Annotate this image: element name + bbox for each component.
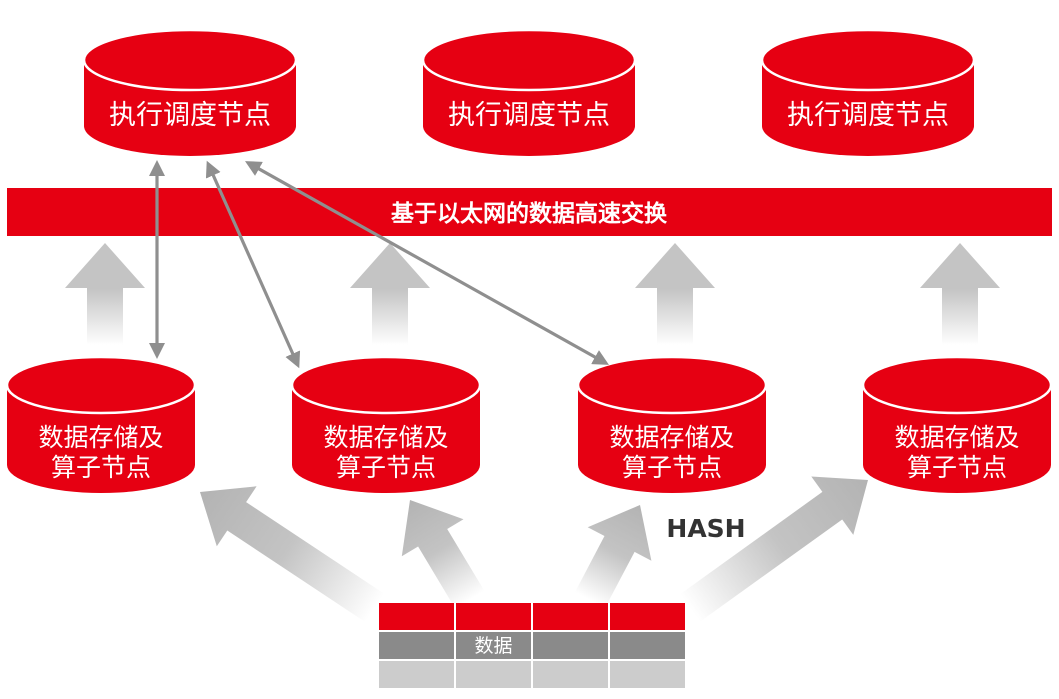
data-table-cell bbox=[379, 603, 454, 630]
up-arrow-3 bbox=[635, 243, 715, 345]
distribution-arrow-2 bbox=[401, 500, 485, 609]
up-arrow-1 bbox=[65, 243, 145, 345]
data-table-cell bbox=[456, 661, 531, 688]
storage-node-label-line1: 数据存储及 bbox=[323, 423, 448, 452]
scheduler-node-label: 执行调度节点 bbox=[109, 100, 271, 131]
distribution-arrow-4 bbox=[680, 476, 868, 622]
data-table-cell bbox=[379, 632, 454, 659]
exchange-bar-label: 基于以太网的数据高速交换 bbox=[391, 200, 668, 227]
storage-node-label-line2: 算子节点 bbox=[51, 453, 151, 482]
scheduler-nodes: 执行调度节点 执行调度节点 执行调度节点 bbox=[82, 28, 976, 156]
link-arrow-3 bbox=[245, 161, 609, 365]
data-table-cell bbox=[456, 632, 531, 659]
data-table-cell bbox=[610, 661, 685, 688]
data-table-label: 数据 bbox=[474, 635, 512, 657]
scheduler-node: 执行调度节点 bbox=[82, 28, 298, 156]
data-table-cell bbox=[533, 603, 608, 630]
scheduler-node: 执行调度节点 bbox=[760, 28, 976, 156]
exchange-bar: 基于以太网的数据高速交换 bbox=[7, 188, 1052, 236]
distribution-arrows bbox=[200, 476, 868, 623]
storage-node-label-line1: 数据存储及 bbox=[38, 423, 163, 452]
distribution-arrow-1 bbox=[200, 486, 385, 623]
data-table-cell bbox=[610, 632, 685, 659]
data-table-cell bbox=[533, 661, 608, 688]
storage-node-label-line2: 算子节点 bbox=[336, 453, 436, 482]
data-table-cell bbox=[533, 632, 608, 659]
scheduler-node: 执行调度节点 bbox=[421, 28, 637, 156]
data-table-cell bbox=[379, 661, 454, 688]
storage-node-label-line2: 算子节点 bbox=[622, 453, 722, 482]
up-arrow-4 bbox=[920, 243, 1000, 345]
storage-node-label-line1: 数据存储及 bbox=[609, 423, 734, 452]
upward-flow-arrows bbox=[65, 243, 1000, 345]
storage-node-label-line1: 数据存储及 bbox=[894, 423, 1019, 452]
distribution-arrow-3 bbox=[575, 505, 652, 608]
data-table-cell bbox=[610, 603, 685, 630]
scheduler-storage-links bbox=[149, 160, 609, 369]
storage-node-label-line2: 算子节点 bbox=[907, 453, 1007, 482]
hash-label: HASH bbox=[666, 514, 745, 543]
data-table: 数据 bbox=[379, 603, 685, 688]
scheduler-node-label: 执行调度节点 bbox=[787, 100, 949, 131]
data-table-cell bbox=[456, 603, 531, 630]
scheduler-node-label: 执行调度节点 bbox=[448, 100, 610, 131]
